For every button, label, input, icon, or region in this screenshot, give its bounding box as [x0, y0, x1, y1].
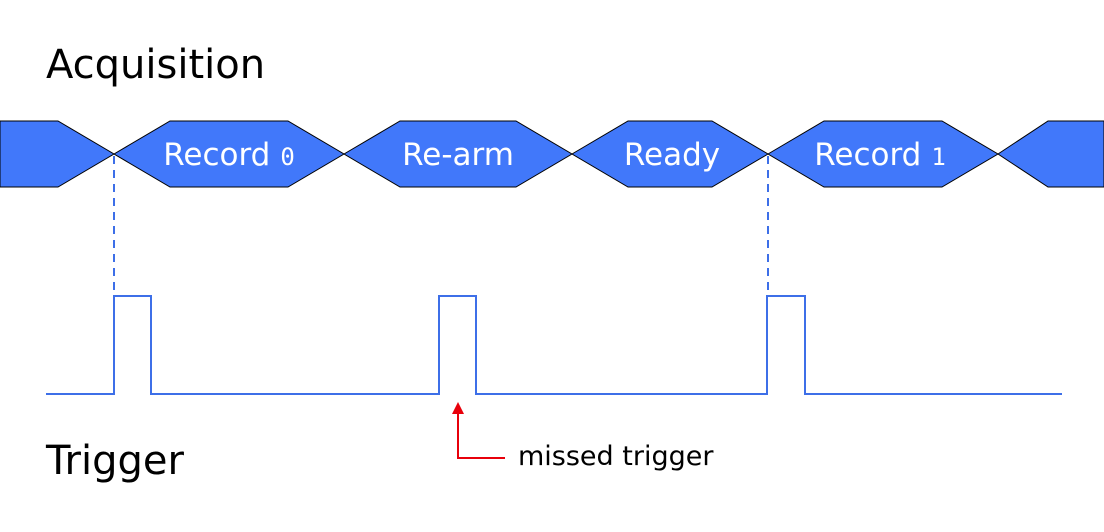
bus-segment-right-partial	[997, 120, 1104, 188]
state-label-record-1: Record 1	[814, 137, 946, 173]
state-name: Re-arm	[402, 137, 514, 173]
state-number: 0	[280, 143, 294, 171]
state-name: Record	[163, 137, 270, 173]
state-label-re-arm: Re-arm	[402, 137, 514, 173]
state-number: 1	[931, 143, 945, 171]
missed-trigger-arrow	[452, 402, 505, 459]
acquisition-bus	[0, 120, 1104, 188]
state-label-ready: Ready	[624, 137, 720, 173]
trigger-waveform	[46, 295, 1062, 395]
state-name: Record	[814, 137, 921, 173]
trigger-title: Trigger	[45, 438, 185, 484]
missed-trigger-label: missed trigger	[518, 441, 714, 472]
bus-segment-left-partial	[0, 120, 115, 188]
state-name: Ready	[624, 137, 720, 173]
state-label-record-0: Record 0	[163, 137, 295, 173]
acquisition-title: Acquisition	[46, 42, 265, 88]
